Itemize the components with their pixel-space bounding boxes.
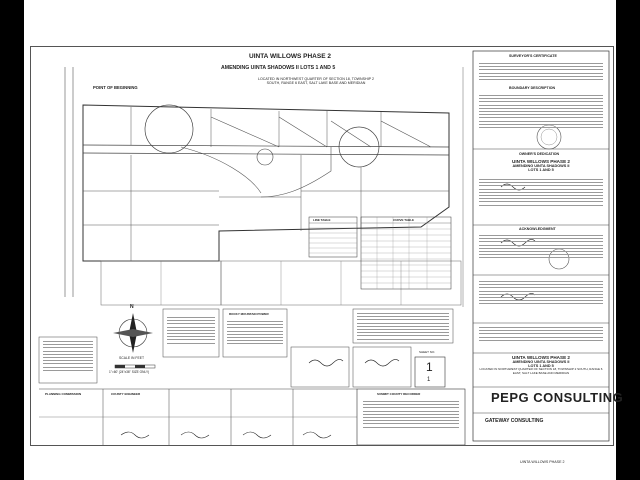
sheet-total: 1 (427, 377, 431, 383)
acknowledgment-text (479, 235, 603, 261)
county-recorder-heading: SUMMIT COUNTY RECORDER (377, 392, 421, 396)
company-sub: GATEWAY CONSULTING (485, 418, 544, 424)
planning-heading: PLANNING COMMISSION (45, 392, 82, 396)
signature-block-text (167, 317, 215, 346)
title-block-subtitle: AMENDING UINTA SHADOWS II (512, 360, 570, 364)
boundary-description-heading: BOUNDARY DESCRIPTION (509, 86, 556, 90)
right-letterbox (616, 0, 640, 480)
dedication-lots: LOTS 1 AND 5 (528, 168, 554, 172)
plat-location: LOCATED IN NORTHWEST QUARTER OF SECTION … (258, 77, 374, 86)
owners-dedication-heading: OWNER'S DEDICATION (519, 152, 560, 156)
company-name: PEPG CONSULTING (491, 390, 624, 405)
boundary-description-text (479, 95, 603, 130)
title-block-lots: LOTS 1 AND 5 (528, 364, 554, 368)
north-label: N (130, 304, 134, 310)
power-company-heading: ROCKY MOUNTAIN POWER (229, 312, 269, 316)
line-table-title: LINE TABLE (313, 218, 331, 222)
title-block: UINTA WILLOWS PHASE 2 AMENDING UINTA SHA… (479, 355, 603, 375)
footer-caption: UINTA WILLOWS PHASE 2 (520, 460, 565, 464)
county-engineer-heading: COUNTY ENGINEER (111, 392, 141, 396)
legend-text (43, 341, 93, 373)
dedication-title: UINTA WILLOWS PHASE 2 (512, 159, 570, 164)
point-of-beginning: POINT OF BEGINNING (93, 85, 138, 90)
acknowledgment-text-2 (479, 281, 603, 307)
plat-drawing (38, 50, 610, 445)
sheet-number: 1 (426, 360, 433, 374)
plat-subtitle: AMENDING UINTA SHADOWS II LOTS 1 AND 5 (221, 65, 336, 71)
surveyor-certificate-text (479, 63, 603, 82)
power-text (227, 321, 283, 347)
north-arrow-icon (113, 313, 153, 353)
dedication-subtitle: AMENDING UINTA SHADOWS II (512, 164, 570, 168)
acknowledgment-heading: ACKNOWLEDGMENT (519, 227, 556, 231)
notes-text (357, 313, 449, 342)
title-block-title: UINTA WILLOWS PHASE 2 (512, 355, 570, 360)
title-block-location: LOCATED IN NORTHWEST QUARTER OF SECTION … (479, 367, 603, 375)
left-letterbox (0, 0, 24, 480)
plat-sheet: UINTA WILLOWS PHASE 2 AMENDING UINTA SHA… (30, 46, 623, 446)
owners-dedication-text (479, 179, 603, 208)
notary-text (479, 327, 603, 343)
plat-title: UINTA WILLOWS PHASE 2 (249, 53, 331, 60)
surveyor-certificate-heading: SURVEYOR'S CERTIFICATE (509, 54, 557, 58)
scale-text: 1"=60' (24"x36" SIZE ONLY) (109, 370, 150, 374)
recorder-text (363, 401, 459, 430)
scale-label: SCALE IN FEET (119, 356, 145, 360)
sheet-label: SHEET NO. (419, 350, 436, 354)
curve-table-title: CURVE TABLE (393, 218, 415, 222)
dedication-title-block: UINTA WILLOWS PHASE 2 AMENDING UINTA SHA… (479, 159, 603, 172)
